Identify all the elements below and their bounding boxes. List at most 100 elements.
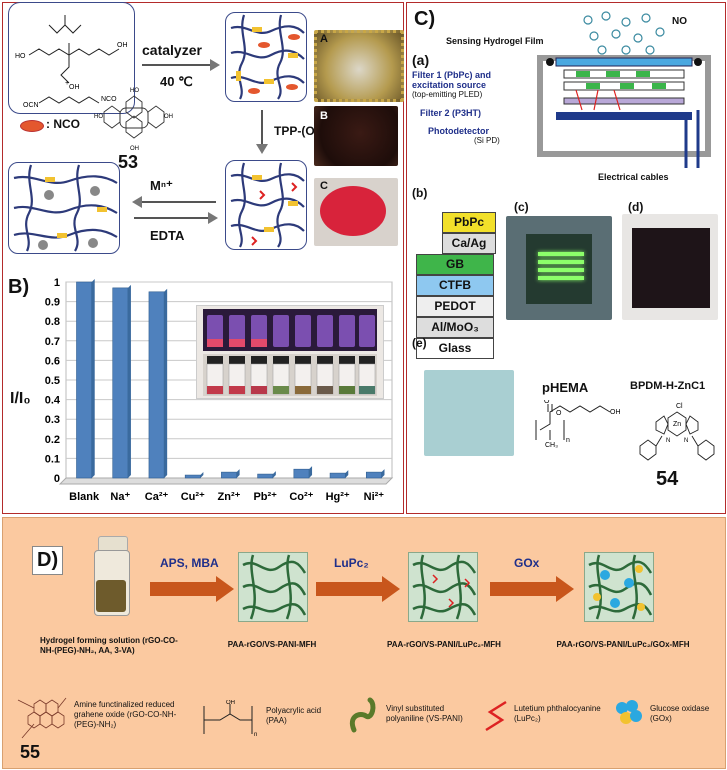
phema-structure: O O OH CH₃ n [535,400,621,448]
y-axis-label: I/I₀ [10,390,31,407]
aps-arrow [150,576,234,602]
bar-side-2 [164,288,168,478]
hydrogel-cube-3 [584,552,654,622]
layer-ca-ag: Ca/Ag [442,233,496,254]
graphene-oxide-icon [17,697,67,739]
reactant-structure-box: HO OH OH + OCN NCO [8,2,135,114]
y-tick-label: 0.9 [45,297,60,309]
green-emission-device-photo [506,216,612,320]
no-molecules-icon [583,11,665,55]
lupc-arrow [316,576,400,602]
bar-side-4 [236,469,240,478]
svg-text:NCO: NCO [101,96,117,103]
dark-film-photo [622,214,718,320]
bar-1 [112,287,129,479]
bar-side-6 [309,466,313,478]
photo-c-label: C [320,180,328,192]
lupc-label: LuPc₂ [334,556,369,570]
bar-side-3 [200,472,204,478]
bar-3 [184,474,201,479]
sub-d-label: (d) [628,200,644,214]
gox-arrow [490,576,574,602]
photo-c-red-film [314,178,398,246]
svg-text:HO: HO [130,88,139,94]
layer-gb: GB [416,254,494,275]
panel-b-label: B) [8,276,30,298]
svg-text:O: O [544,400,550,405]
layer-pedot: PEDOT [416,296,494,317]
layer-ctfb: CTFB [416,275,494,296]
vials-photo-inset [196,305,384,399]
svg-text:OH: OH [226,700,235,706]
x-tick-label: Ca²⁺ [145,491,169,503]
x-tick-label: Cu²⁺ [181,491,205,503]
y-tick-label: 0.3 [45,414,60,426]
polymer-network-3 [8,162,120,254]
bar-side-8 [381,469,385,478]
x-tick-label: Co²⁺ [289,491,313,503]
gox-label: GOx [514,556,540,570]
sub-a-label: (a) [412,52,430,68]
y-tick-label: 0.4 [45,395,61,407]
svg-text:HO: HO [94,114,103,120]
legend-lupc2: Lutetium phthalocyanine (LuPc₂) [514,704,601,723]
legend-graphene-oxide: Amine functinalized reduced grahene oxid… [74,700,177,729]
y-tick-label: 0.5 [45,375,60,387]
step3-caption: PAA-rGO/VS-PANI/LuPc₂-MFH [387,640,501,649]
polymer-network-2 [225,160,307,250]
bar-5 [257,473,274,479]
legend-glucose-oxidase: Glucose oxidase (GOx) [650,704,710,723]
x-tick-label: Hg²⁺ [326,491,350,503]
edta-label: EDTA [150,228,185,243]
step2-caption: PAA-rGO/VS-PANI-MFH [227,640,317,649]
bar-7 [329,472,346,479]
svg-text:CH₃: CH₃ [545,442,558,448]
y-tick-label: 0 [54,473,60,485]
x-tick-label: Ni²⁺ [364,491,385,503]
si-pd-label: (Si PD) [474,136,500,145]
hydrogel-solution-vial [94,536,130,616]
filter1-label-b: excitation source [412,80,487,90]
sensing-film-label: Sensing Hydrogel Film [446,36,544,46]
panel-d-label: D) [32,546,64,575]
bpdm-zn-structure: Zn Cl N N [639,403,715,461]
bar-2 [148,291,165,479]
reactant-structure-drawing: HO OH OH + OCN NCO [15,15,128,109]
svg-text:OH: OH [117,42,128,49]
panel-c-label: C) [414,8,436,30]
photo-b-label: B [320,110,328,122]
svg-text:N: N [666,438,670,444]
svg-text:N: N [684,438,688,444]
polymer-network-1 [225,12,307,102]
svg-text:OH: OH [164,114,173,120]
chart-floor [58,477,394,485]
photodetector-label: Photodetector [428,126,490,136]
temperature-label: 40 ℃ [160,74,193,89]
blue-hydrogel-film-photo [424,370,514,456]
legend-polyacrylic-acid: Polyacrylic acid (PAA) [266,706,322,725]
svg-text:Cl: Cl [676,403,683,410]
catalyzer-arrow [142,59,220,71]
step1-caption: Hydrogel forming solution (rGO-CO-NH-(PE… [40,636,178,655]
metal-ion-label: Mⁿ⁺ [150,178,173,193]
photo-a-gear-film [314,30,404,102]
svg-text:n: n [566,437,570,444]
nco-marker-icon [20,120,44,132]
sub-b-label: (b) [412,186,428,200]
compound-54-label: 54 [656,468,679,490]
cables-label: Electrical cables [598,172,669,182]
sub-c-label: (c) [514,200,529,214]
svg-text:n: n [254,732,257,738]
layer-pbpc: PbPc [442,212,496,233]
tpp-down-arrow [256,110,268,154]
filter1-label-a: Filter 1 (PbPc) and [412,70,492,80]
hydrogel-cube-2 [408,552,478,622]
bar-side-0 [91,279,95,478]
device-layer-stack: PbPc Ca/Ag GB CTFB PEDOT Al/MoO₃ Glass [416,212,496,359]
y-tick-label: 0.7 [45,336,60,348]
glucose-oxidase-icon [616,700,642,724]
svg-text:OH: OH [130,146,139,152]
svg-text:OH: OH [69,84,80,91]
filter2-label: Filter 2 (P3HT) [420,108,482,118]
y-tick-label: 0.2 [45,434,60,446]
